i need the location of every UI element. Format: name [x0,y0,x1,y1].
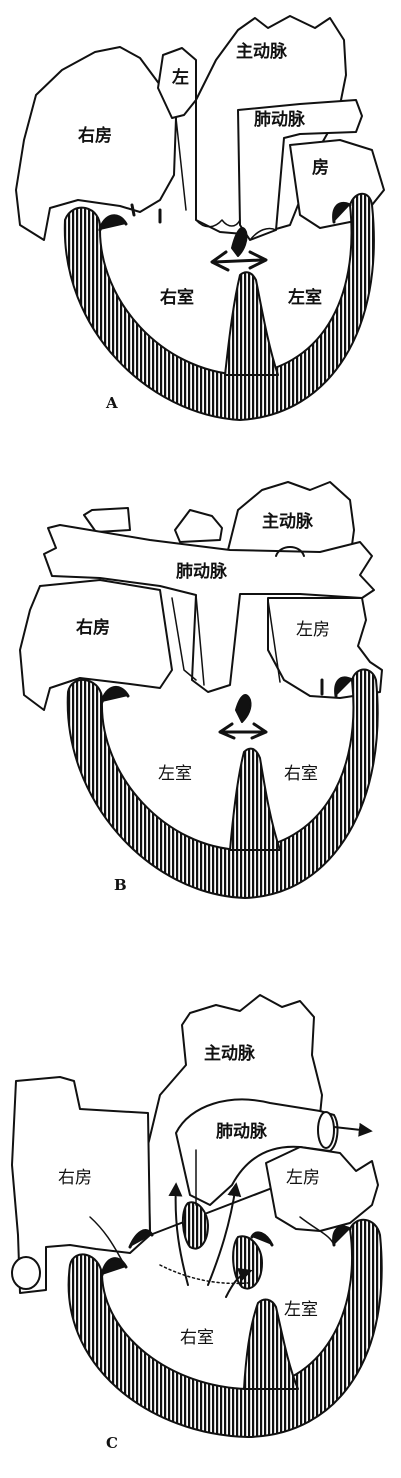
panel-c-letter: C [106,1434,118,1452]
panel-a-label-atrium-fragment: 房 [312,158,329,178]
panel-c-label-right-ventricle: 右室 [180,1328,214,1348]
panel-b-ventricle-wall [66,668,379,899]
panel-c-label-aorta: 主动脉 [204,1044,255,1064]
panel-a-septum [224,271,279,376]
panel-a-label-aorta: 主动脉 [236,42,287,62]
panel-b-septum [229,747,281,851]
panel-a-letter: A [106,394,118,412]
panel-b-label-aorta: 主动脉 [262,512,313,532]
panel-a-left-fragment [157,47,197,119]
panel-c-pulmonary-artery-shape [175,1098,339,1206]
panel-b-label-right-atrium: 右房 [76,618,110,638]
panel-c-septum [243,1298,299,1390]
panel-b-drawing [19,481,383,899]
panel-b-label-left-atrium: 左房 [296,620,330,640]
panel-a-label-left-ventricle: 左室 [288,288,322,308]
panel-c-right-atrium-shape [11,1076,151,1294]
panel-c-label-pulmonary-artery: 肺动脉 [216,1122,267,1142]
panel-a-label-right-ventricle: 右室 [160,288,194,308]
panel-b-letter: B [114,876,127,894]
panel-b-label-pulmonary-artery: 肺动脉 [176,562,227,582]
panel-b-label-left-ventricle: 左室 [158,764,192,784]
panel-b-pulmonary-artery-shape [43,524,375,693]
panel-b-label-right-ventricle: 右室 [284,764,318,784]
panel-c-left-atrium-shape [265,1146,379,1232]
panel-c-label-right-atrium: 右房 [58,1168,92,1188]
panel-a-label-left: 左 [172,68,189,88]
panel-c-label-left-atrium: 左房 [286,1168,320,1188]
panel-a-label-right-atrium: 右房 [78,126,112,146]
panel-a-label-pulmonary-artery: 肺动脉 [254,110,305,130]
panel-b-right-atrium-shape [19,579,173,711]
panel-c-drawing [11,994,383,1438]
panel-a-drawing [15,15,385,421]
panel-a-ventricle-wall [63,192,375,421]
panel-c-label-left-ventricle: 左室 [284,1300,318,1320]
panel-c-ventricle-wall [67,1219,383,1438]
panel-b-left-atrium-shape [267,597,383,699]
